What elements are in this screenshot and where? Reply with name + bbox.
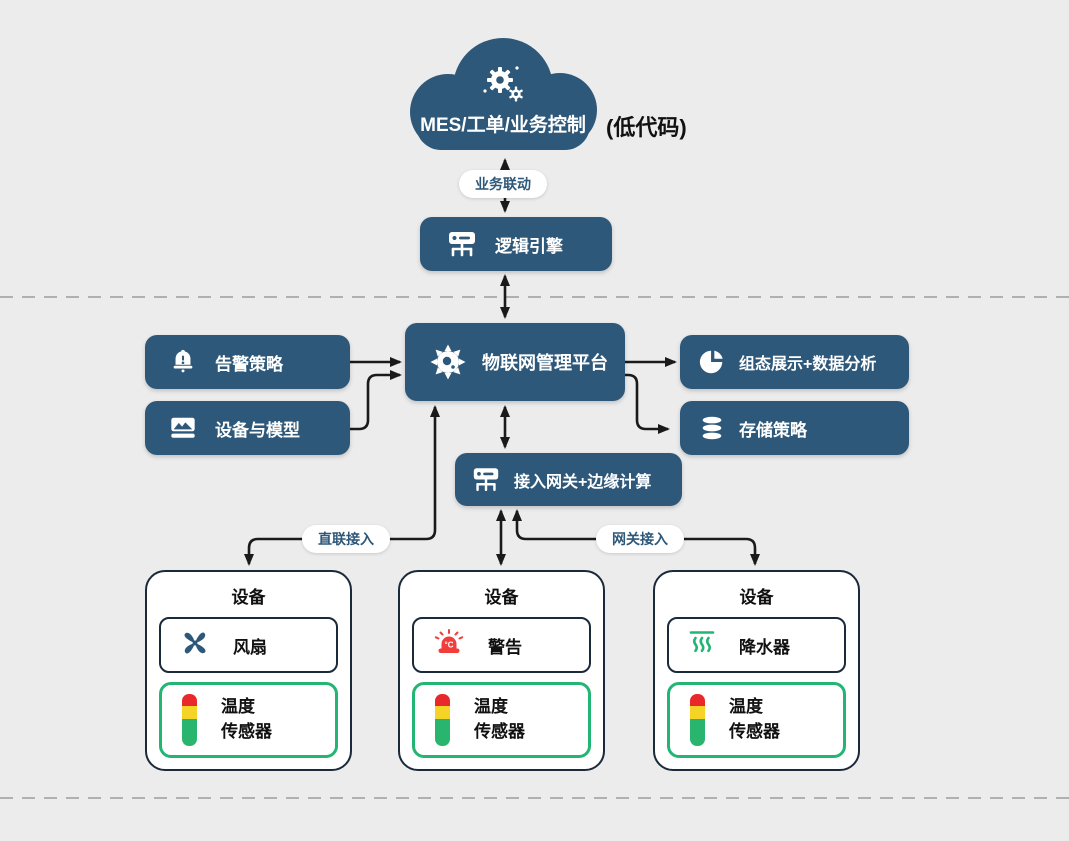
platform-label: 物联网管理平台 [482, 353, 608, 373]
divider-bottom [0, 797, 1069, 799]
device-card-sprinkler: 设备 降水器 温度 传感器 [653, 570, 860, 771]
component-box: 风扇 [159, 617, 338, 673]
low-code-note: (低代码) [606, 115, 687, 140]
gateway-label: 接入网关+边缘计算 [514, 473, 652, 491]
sensor-label-line1: 温度 [729, 697, 763, 717]
cloud-node: MES/工单/业务控制 [408, 36, 598, 154]
cloud-shape [410, 38, 597, 150]
sensor-label-line2: 传感器 [729, 722, 780, 741]
sensor-box: 温度 传感器 [159, 682, 338, 758]
device-card-alarm: 设备 °C 警告 [398, 570, 605, 771]
sensor-label: 温度 传感器 [474, 695, 525, 744]
alert-policy-node: 告警策略 [145, 335, 350, 389]
svg-text:°C: °C [445, 640, 454, 649]
image-icon [169, 414, 197, 442]
device-card-title: 设备 [484, 588, 519, 607]
component-label: 警告 [488, 637, 522, 657]
logic-engine-node: 逻辑引擎 [420, 217, 612, 271]
pie-chart-icon [698, 348, 726, 376]
component-box: °C 警告 [412, 617, 591, 673]
divider-top [0, 296, 1069, 298]
direct-access-label: 直联接入 [302, 525, 390, 553]
temp-sensor-icon [690, 694, 705, 746]
sensor-label-line1: 温度 [221, 697, 255, 717]
gears-icon [483, 66, 523, 102]
scada-node: 组态展示+数据分析 [680, 335, 909, 389]
sensor-box: 温度 传感器 [667, 682, 846, 758]
hub-icon [471, 466, 501, 494]
sensor-label: 温度 传感器 [729, 695, 780, 744]
logic-engine-label: 逻辑引擎 [495, 236, 563, 256]
sensor-label: 温度 传感器 [221, 695, 272, 744]
cloud-label: MES/工单/业务控制 [420, 115, 586, 136]
gateway-access-label: 网关接入 [596, 525, 684, 553]
database-icon [698, 414, 726, 442]
gateway-node: 接入网关+边缘计算 [455, 453, 682, 506]
device-card-title: 设备 [739, 588, 774, 607]
temp-sensor-icon [435, 694, 450, 746]
sensor-label-line2: 传感器 [474, 722, 525, 741]
device-model-label: 设备与模型 [215, 420, 300, 440]
sprinkler-icon [687, 628, 717, 663]
business-link-label: 业务联动 [459, 170, 547, 198]
temp-sensor-icon [182, 694, 197, 746]
edge-platform-storage [603, 370, 670, 434]
sensor-box: 温度 传感器 [412, 682, 591, 758]
alarm-icon: °C [432, 628, 466, 663]
storage-policy-node: 存储策略 [680, 401, 909, 455]
fan-icon [179, 627, 211, 664]
sensor-label-line2: 传感器 [221, 722, 272, 741]
iot-gear-icon [429, 343, 467, 381]
hub-icon [446, 230, 478, 259]
device-model-node: 设备与模型 [145, 401, 350, 455]
storage-policy-label: 存储策略 [739, 420, 807, 440]
component-label: 风扇 [233, 637, 267, 657]
scada-label: 组态展示+数据分析 [739, 356, 877, 373]
alert-policy-label: 告警策略 [215, 354, 283, 374]
device-card-fan: 设备 风扇 温度 传感器 [145, 570, 352, 771]
sensor-label-line1: 温度 [474, 697, 508, 717]
component-label: 降水器 [739, 637, 790, 657]
platform-node: 物联网管理平台 [405, 323, 625, 401]
bell-icon [169, 348, 197, 376]
component-box: 降水器 [667, 617, 846, 673]
device-card-title: 设备 [231, 588, 266, 607]
